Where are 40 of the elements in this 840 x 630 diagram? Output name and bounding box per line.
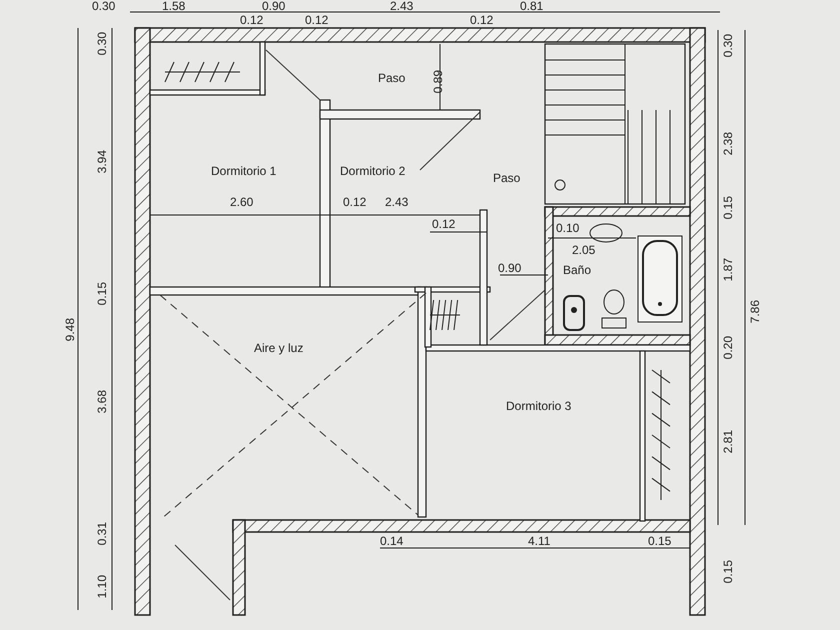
- dimension-text: 1.10: [96, 575, 109, 598]
- room-label: Dormitorio 2: [340, 165, 406, 178]
- dimension-text: 2.81: [722, 430, 735, 454]
- dimension-text: 3.94: [96, 150, 109, 174]
- dimension-text: 0.15: [722, 560, 735, 584]
- dimension-text: 0.10: [556, 222, 580, 235]
- room-label: Paso: [493, 172, 520, 185]
- dimension-text: 0.12: [432, 218, 456, 231]
- dimension-text: 0.90: [498, 262, 522, 275]
- dimension-text: 0.30: [92, 0, 116, 13]
- dimension-text: 2.38: [722, 132, 735, 156]
- dimension-text: 4.11: [528, 535, 550, 548]
- dimension-text: 2.60: [230, 196, 254, 209]
- dimension-text: 1.87: [722, 258, 735, 282]
- dimension-text: 2.43: [385, 196, 408, 209]
- dimension-text: 0.12: [343, 196, 366, 209]
- dimension-text: 0.15: [648, 535, 672, 548]
- room-label: Dormitorio 3: [506, 400, 572, 413]
- dimension-text: 0.14: [380, 535, 404, 548]
- dimension-text: 0.12: [470, 14, 494, 27]
- room-label: Baño: [563, 264, 592, 277]
- room-label: Dormitorio 1: [211, 165, 276, 178]
- dimension-text: 0.30: [722, 34, 735, 58]
- dimension-text: 0.15: [96, 282, 109, 306]
- dimension-text: 0.31: [96, 522, 109, 546]
- room-label: Aire y luz: [254, 342, 304, 355]
- dimension-text: 0.15: [722, 196, 735, 220]
- dimension-text: 7.86: [749, 300, 762, 324]
- dimension-text: 0.12: [240, 14, 264, 27]
- dimension-text: 0.81: [520, 0, 544, 13]
- dimension-text: 0.90: [262, 0, 286, 13]
- dimension-text: 0.12: [305, 14, 328, 27]
- dimension-text: 2.05: [572, 244, 596, 257]
- room-label: Paso: [378, 72, 406, 85]
- dimension-text: 0.20: [722, 336, 735, 360]
- dimension-text: 2.43: [390, 0, 414, 13]
- dimension-text: 3.68: [96, 390, 109, 414]
- dimension-text: 1.58: [162, 0, 186, 13]
- dimension-text: 0.30: [96, 32, 109, 56]
- dimension-text: 9.48: [64, 318, 77, 342]
